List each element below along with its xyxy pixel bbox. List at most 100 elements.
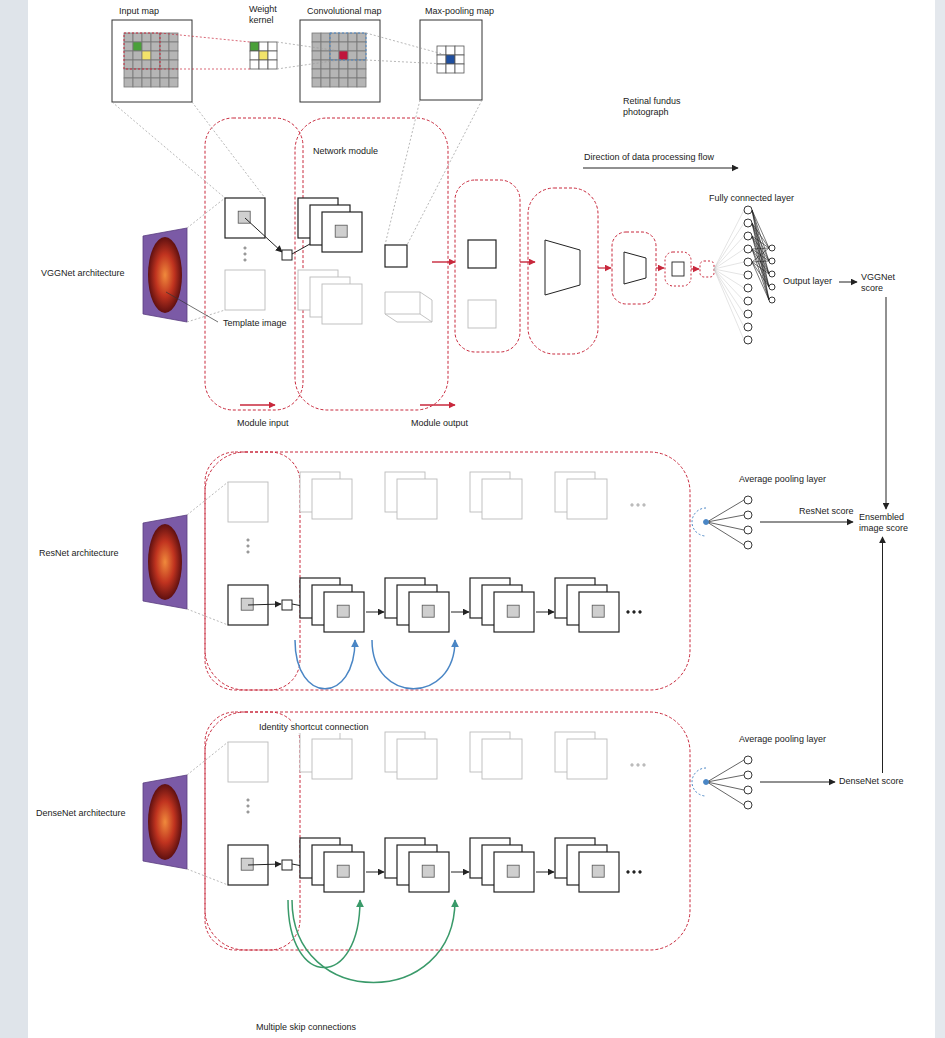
grid-cell	[160, 33, 169, 42]
annotation-label: ResNet architecture	[38, 548, 120, 559]
grid-cell	[160, 69, 169, 78]
projection-line	[187, 310, 225, 322]
pool-link	[707, 782, 744, 790]
annotation-label: Fully connected layer	[708, 193, 795, 204]
feature-map	[468, 240, 496, 268]
grid-cell	[312, 60, 321, 69]
annotation-label: Module input	[236, 418, 290, 429]
network-outline	[205, 712, 690, 950]
pool-link	[707, 782, 744, 805]
neuron	[744, 258, 752, 266]
skip-connection	[288, 900, 360, 968]
annotation-label: Weight kernel	[248, 4, 288, 26]
pool-link	[707, 515, 744, 522]
grid-cell	[437, 46, 446, 55]
dense-link	[752, 223, 769, 287]
projection-line	[187, 609, 228, 625]
pool-dot	[704, 520, 709, 525]
grid-cell	[312, 51, 321, 60]
module-arrow	[420, 404, 455, 405]
flow-arrow	[366, 872, 384, 873]
grid-cell	[160, 51, 169, 60]
feature-map	[322, 212, 362, 252]
grid-cell	[348, 60, 357, 69]
ellipsis-dot	[633, 611, 636, 614]
module-outline	[528, 188, 598, 354]
projection-line	[407, 100, 482, 245]
module-outline	[612, 232, 656, 304]
pool-link	[707, 760, 744, 782]
pool-link	[707, 775, 744, 782]
score-connector	[882, 537, 883, 773]
ellipsis-dot	[627, 611, 630, 614]
side-band	[935, 0, 945, 1038]
feature-map	[409, 852, 449, 892]
grid-cell	[357, 33, 366, 42]
template-image	[143, 228, 187, 322]
dense-link	[714, 269, 744, 340]
ellipsis-dot	[631, 764, 634, 767]
grid-cell	[169, 51, 178, 60]
module-outline	[700, 261, 714, 277]
neuron	[744, 206, 752, 214]
kernel-square	[282, 600, 292, 610]
annotation-label: Module output	[410, 418, 469, 429]
grid-cell	[259, 51, 268, 60]
grid-cell	[312, 42, 321, 51]
dense-link	[714, 262, 744, 269]
feature-volume	[545, 240, 580, 295]
flow-arrow	[583, 168, 738, 169]
projection-line	[160, 69, 250, 70]
template-image	[143, 775, 187, 869]
grid-cell	[124, 42, 133, 51]
kernel-square	[282, 860, 292, 870]
feature-map	[312, 739, 352, 779]
grid-cell	[321, 78, 330, 87]
pool-link	[707, 522, 744, 530]
grid-cell	[133, 78, 142, 87]
projection-line	[385, 100, 420, 245]
ellipsis-dot	[244, 253, 247, 256]
grid-cell	[268, 51, 277, 60]
neuron	[744, 496, 752, 504]
feature-map	[312, 479, 352, 519]
output-neuron	[769, 284, 775, 290]
network-outline	[205, 452, 690, 690]
grid-cell	[446, 55, 455, 64]
grid-cell	[250, 51, 259, 60]
grid-cell	[124, 33, 133, 42]
grid-cell	[348, 69, 357, 78]
input-map-box	[112, 20, 192, 102]
grid-cell	[151, 51, 160, 60]
grid-cell	[348, 33, 357, 42]
grid-cell	[259, 60, 268, 69]
module-outline	[455, 180, 520, 352]
pool-map-box	[420, 20, 482, 100]
dense-link	[752, 236, 769, 300]
grid-cell	[312, 33, 321, 42]
score-node: VGGNet score	[860, 272, 912, 294]
grid-cell	[330, 60, 339, 69]
neuron	[744, 323, 752, 331]
flow-arrow	[451, 612, 469, 613]
grid-cell	[446, 46, 455, 55]
annotation-label: Template image	[222, 318, 288, 329]
feature-map	[579, 852, 619, 892]
receptive-field	[422, 865, 434, 877]
projection-line	[187, 869, 228, 885]
neuron	[744, 232, 752, 240]
annotation-label: Convolutional map	[306, 6, 383, 17]
ellipsis-dot	[247, 811, 250, 814]
feature-volume	[672, 262, 684, 276]
annotation-label: Identity shortcut connection	[258, 722, 370, 733]
grid-cell	[124, 51, 133, 60]
conv-map-box	[300, 20, 380, 102]
dense-link	[714, 249, 744, 269]
module-outline	[295, 118, 448, 410]
ellipsis-dot	[637, 504, 640, 507]
score-arrow	[760, 782, 835, 783]
grid-cell	[357, 78, 366, 87]
dense-link	[752, 262, 769, 287]
